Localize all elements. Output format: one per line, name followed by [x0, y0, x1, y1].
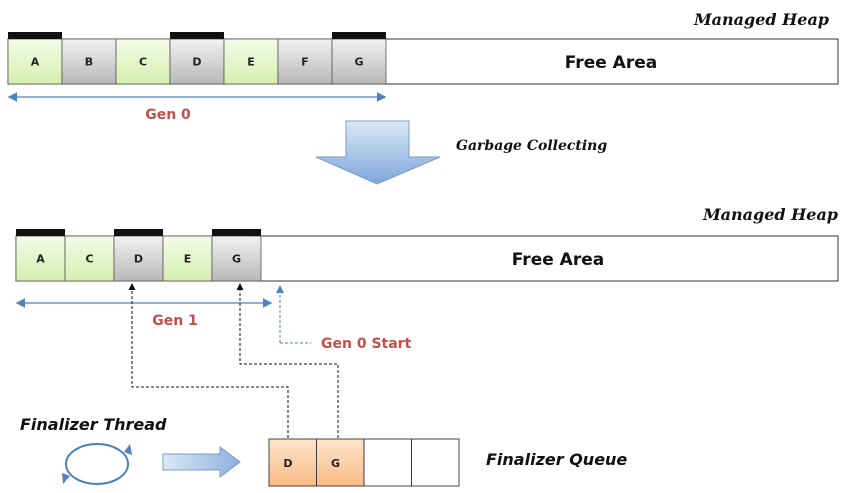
heap2-object-d-finalizer-mark: [114, 229, 163, 236]
heap1-object-e: [223, 38, 279, 85]
heap2-object-d: [113, 235, 164, 282]
heap2-object-g-label: G: [232, 253, 241, 266]
heap2-object-e: [162, 235, 213, 282]
right-arrow-icon: [162, 446, 241, 478]
heap1-object-g-label: G: [354, 56, 363, 69]
queue-slot-label: D: [283, 457, 292, 470]
heap-1: Managed Heap A B C D E F G Free Area Gen 0: [7, 10, 839, 123]
heap2-object-c-label: C: [85, 253, 93, 266]
heap-1-objects: A B C D E F G: [7, 32, 387, 85]
queue-slot: [316, 438, 365, 487]
heap1-object-d-label: D: [192, 56, 201, 69]
heap1-object-a-finalizer-mark: [8, 32, 62, 39]
heap2-object-c: [64, 235, 115, 282]
heap1-object-g-finalizer-mark: [332, 32, 386, 39]
heap1-object-b: [61, 38, 117, 85]
heap2-object-a-label: A: [36, 253, 45, 266]
heap1-object-f-label: F: [301, 56, 309, 69]
gen0-label: Gen 0: [145, 107, 191, 123]
heap1-object-f: [277, 38, 333, 85]
down-arrow-icon: [315, 120, 441, 185]
finalizer-queue-label: Finalizer Queue: [486, 450, 627, 469]
gc-transition: Garbage Collecting: [315, 120, 607, 185]
queue-slot-label: G: [331, 457, 340, 470]
queue-slot: [268, 438, 317, 487]
heap-1-title: Managed Heap: [693, 10, 829, 29]
finalizer-thread-label: Finalizer Thread: [20, 415, 167, 434]
heap2-object-g-finalizer-mark: [212, 229, 261, 236]
heap1-object-b-label: B: [85, 56, 93, 69]
heap2-object-a-finalizer-mark: [16, 229, 65, 236]
queue-g-reference: [236, 283, 339, 438]
gc-label: Garbage Collecting: [456, 138, 607, 154]
heap2-object-d-label: D: [134, 253, 143, 266]
gen0-start-label: Gen 0 Start: [321, 336, 412, 352]
heap1-object-c-label: C: [139, 56, 147, 69]
heap1-object-e-label: E: [247, 56, 255, 69]
heap1-object-g: [331, 38, 387, 85]
cycle-icon: [62, 443, 132, 485]
heap1-object-d-finalizer-mark: [170, 32, 224, 39]
gen1-label: Gen 1: [152, 313, 198, 329]
heap1-object-a: [7, 38, 63, 85]
heap-1-free-area: Free Area: [565, 53, 657, 73]
heap-2-free-area: Free Area: [512, 250, 604, 270]
queue-d-reference: [128, 283, 289, 438]
heap2-object-a: [15, 235, 66, 282]
heap1-object-a-label: A: [31, 56, 40, 69]
queue-slot: [363, 438, 412, 487]
heap1-object-d: [169, 38, 225, 85]
heap2-object-g: [211, 235, 262, 282]
queue-slot: [411, 438, 460, 487]
heap-2-title: Managed Heap: [702, 205, 838, 224]
heap-2: Managed Heap A C D E G Free Area Gen 1 Gen 0…: [15, 205, 839, 352]
heap2-object-e-label: E: [184, 253, 192, 266]
